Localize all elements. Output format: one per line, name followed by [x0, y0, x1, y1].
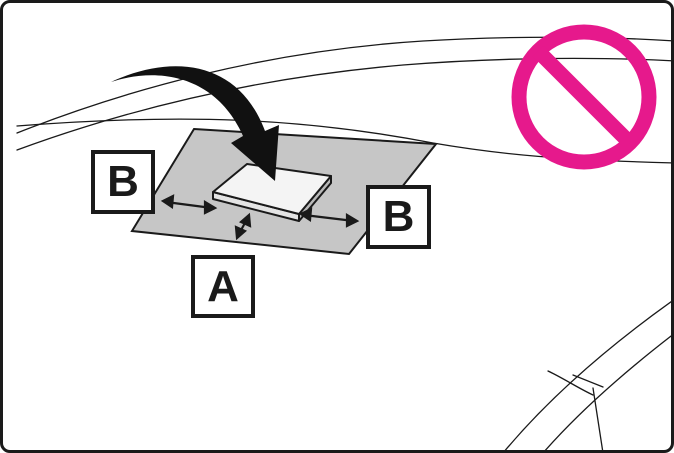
a-pillar-line-inner — [544, 335, 671, 450]
door-edge — [592, 387, 604, 450]
curved-arrow-icon — [111, 66, 279, 181]
roof-line-inner — [16, 57, 671, 151]
double-arrow-icon — [160, 194, 218, 215]
label-b-right: B — [366, 185, 431, 249]
label-a: A — [191, 255, 255, 318]
door-edge-2 — [572, 374, 604, 388]
prohibition-icon — [511, 24, 657, 170]
door-line — [547, 370, 594, 396]
double-arrow-icon — [298, 207, 360, 228]
object-on-mat — [212, 163, 332, 222]
double-arrow-icon — [234, 212, 252, 241]
illustration — [16, 24, 671, 450]
a-pillar-line — [504, 301, 671, 450]
label-b-left: B — [91, 150, 155, 214]
